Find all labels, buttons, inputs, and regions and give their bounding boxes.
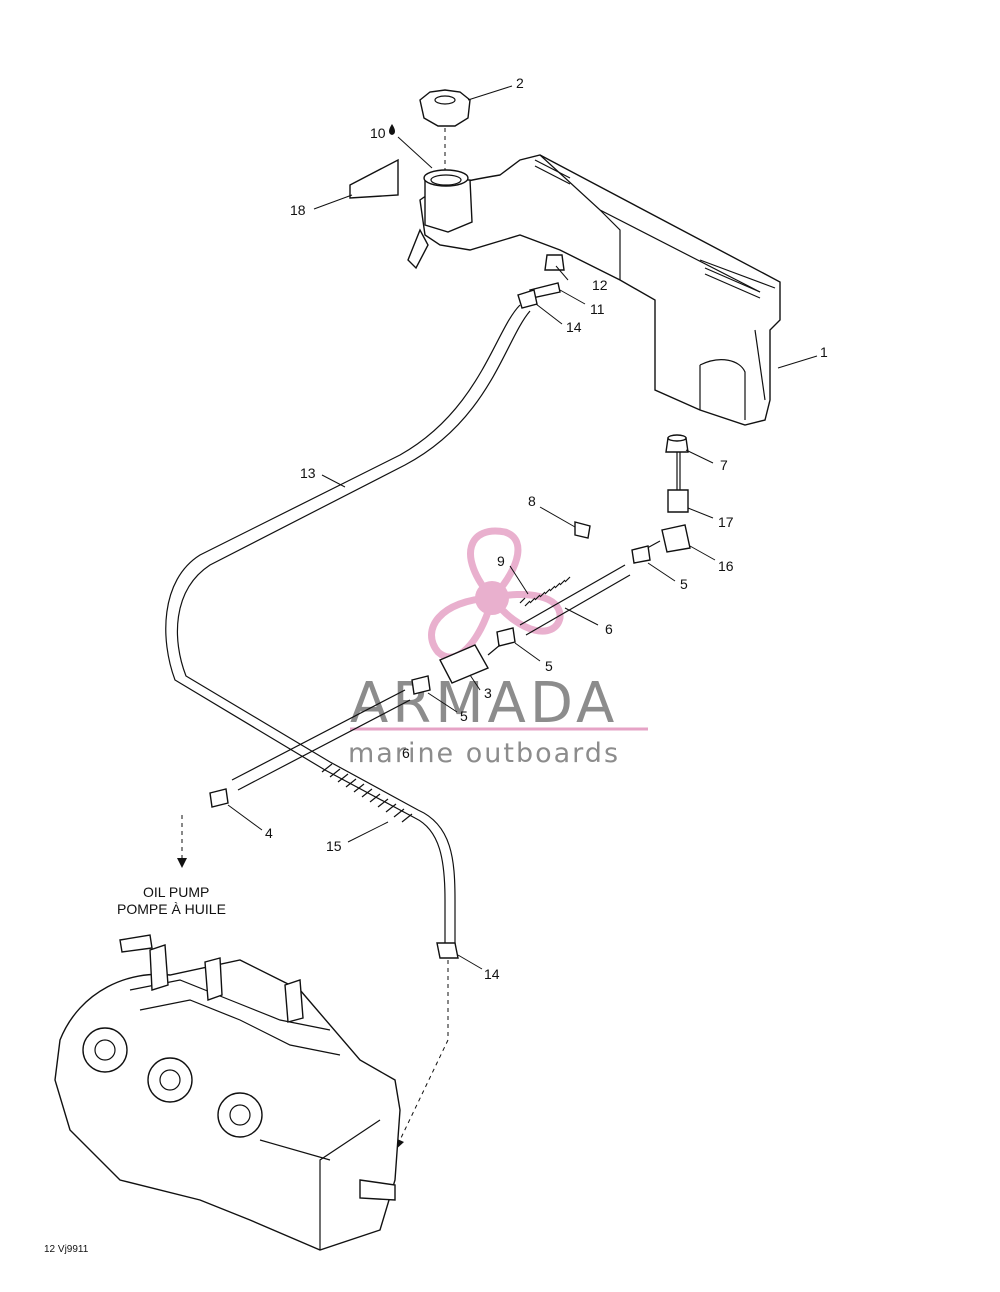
callout-14-bottom: 14 <box>484 966 500 982</box>
callout-6-upper: 6 <box>605 621 613 637</box>
clamp-5-right <box>631 545 651 564</box>
callout-11: 11 <box>590 301 605 317</box>
spring-9 <box>519 576 571 607</box>
plate-18 <box>349 158 399 199</box>
callout-5-mid: 5 <box>545 658 553 674</box>
watermark-title: ARMADA <box>350 671 618 736</box>
callout-12: 12 <box>592 277 608 293</box>
callout-16: 16 <box>718 558 734 574</box>
callout-8: 8 <box>528 493 536 509</box>
tank-cap <box>419 89 471 170</box>
callout-1: 1 <box>820 344 828 360</box>
leader-lines <box>227 85 818 970</box>
callout-3: 3 <box>484 685 492 701</box>
callout-7: 7 <box>720 457 728 473</box>
clamp-5-mid <box>496 627 516 647</box>
clamp-4 <box>209 788 229 808</box>
callout-9: 9 <box>497 553 505 569</box>
callout-17: 17 <box>718 514 734 530</box>
callout-6-lower: 6 <box>402 745 410 761</box>
callout-15: 15 <box>326 838 342 854</box>
oil-pump-label: OIL PUMP <box>143 884 209 900</box>
hose-6-upper <box>519 564 626 626</box>
watermark-subtitle: marine outboards <box>348 738 620 769</box>
oil-tank <box>407 154 781 453</box>
callout-10: 10 <box>370 125 386 141</box>
oil-pump-label-fr: POMPE À HUILE <box>117 901 226 917</box>
filter-17 <box>667 489 689 513</box>
spring-15 <box>321 763 413 823</box>
callout-18: 18 <box>290 202 306 218</box>
filter-3 <box>439 644 489 684</box>
callout-4: 4 <box>265 825 273 841</box>
fitting-12 <box>544 254 565 271</box>
hose-6-lower <box>231 689 406 781</box>
callout-5-lower: 5 <box>460 708 468 724</box>
propeller-logo-icon <box>428 527 564 661</box>
flow-arrow-icon <box>177 858 187 868</box>
clamp-14-bottom <box>436 942 459 959</box>
callout-2: 2 <box>516 75 524 91</box>
callout-14-top: 14 <box>566 319 582 335</box>
clamp-14-top <box>517 289 538 309</box>
hose-13 <box>165 304 521 945</box>
oil-drop-icon <box>389 124 395 135</box>
clamp-5-lower <box>411 675 431 695</box>
armada-watermark: ARMADA marine outboards <box>348 527 648 769</box>
engine-block <box>54 934 401 1251</box>
clip-8 <box>574 521 591 539</box>
tee-16 <box>661 524 691 553</box>
reference-code: 12 Vj9911 <box>44 1244 89 1255</box>
callout-13: 13 <box>300 465 316 481</box>
callout-5-right: 5 <box>680 576 688 592</box>
